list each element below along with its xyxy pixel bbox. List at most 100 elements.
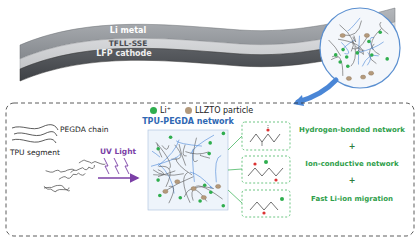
llzto-particle — [340, 34, 345, 38]
layer-label: LFP cathode — [94, 49, 154, 58]
polymer-chain — [367, 52, 370, 65]
feature-label: + — [349, 142, 356, 151]
li-ion — [156, 178, 160, 182]
llzto-particle — [361, 75, 366, 79]
li-ion — [179, 196, 183, 200]
polymer-chain — [153, 170, 163, 175]
llzto-particle — [201, 196, 206, 200]
tpu-chain — [71, 165, 95, 173]
tpu-chain — [46, 169, 75, 172]
polymer-chain — [192, 187, 214, 201]
llzto-particle — [163, 189, 168, 193]
li-ion — [207, 152, 211, 156]
annotation: TPU segment — [10, 148, 60, 157]
polymer-chain — [329, 40, 341, 56]
llzto-particle — [191, 187, 196, 191]
feature-label: + — [349, 176, 356, 185]
li-ion — [346, 64, 350, 68]
li-ion — [156, 147, 160, 151]
polymer-chain — [153, 170, 184, 175]
polymer-chain — [162, 145, 169, 149]
polymer-chain — [191, 135, 214, 154]
li-ion — [222, 204, 226, 208]
polymer-chain — [216, 156, 222, 183]
tpu-chain — [44, 186, 69, 191]
polymer-chain — [159, 166, 171, 187]
li-ion — [158, 194, 162, 198]
structure-insets — [228, 122, 290, 217]
polymer-chain — [340, 25, 354, 52]
llzto-particle — [175, 180, 180, 184]
layer-band: TFLL-SSE — [107, 39, 150, 48]
li-ion — [208, 141, 212, 145]
polymer-chain — [193, 138, 198, 162]
layer-label: TFLL-SSE — [107, 39, 150, 48]
layer-label: Li metal — [108, 26, 148, 35]
llzto-particle — [216, 184, 221, 188]
li-ion — [378, 30, 382, 34]
polymer-chain — [151, 154, 180, 166]
annotation: UV Light — [100, 147, 136, 156]
pegda-chains — [12, 125, 58, 143]
legend-swatch — [185, 107, 192, 114]
polymer-chain — [157, 144, 162, 158]
polymer-chain — [372, 29, 382, 55]
zoom-circle — [293, 8, 400, 106]
li-ion — [367, 40, 371, 44]
legend-item: LLZTO particle — [185, 106, 253, 115]
polymer-chain — [348, 18, 360, 31]
llzto-particle — [346, 76, 351, 80]
li-ion — [222, 132, 226, 136]
polymer-chain — [190, 172, 212, 188]
polymer-chain — [156, 142, 171, 169]
feature-label: Ion-conductive network — [305, 160, 398, 168]
polymer-chain — [158, 140, 179, 166]
li-ion — [356, 51, 360, 55]
tpu-chain — [59, 173, 85, 179]
legend-swatch — [150, 107, 157, 114]
layer-band: LFP cathode — [94, 49, 154, 58]
legend-text: LLZTO particle — [195, 106, 253, 115]
li-ion — [370, 53, 374, 57]
polymer-chain — [184, 172, 190, 202]
polymer-chain — [358, 42, 384, 53]
network-title: TPU-PEGDA network — [140, 117, 236, 126]
legend-item: Li⁺ — [150, 106, 171, 115]
li-ion — [345, 55, 349, 59]
polymer-chain — [353, 36, 356, 43]
llzto-particle — [369, 71, 374, 75]
li-ion — [198, 199, 202, 203]
tpu-chain — [44, 185, 69, 191]
polymer-chain — [200, 155, 210, 158]
dashed-panel — [6, 103, 414, 236]
polymer-chain — [164, 177, 194, 192]
polymer-chain — [176, 141, 202, 146]
polymer-chain — [341, 42, 348, 54]
uv-arrow — [98, 158, 138, 178]
li-ion — [209, 191, 213, 195]
li-ion — [334, 53, 338, 57]
layer-band: Li metal — [108, 26, 148, 35]
polymer-chain — [179, 144, 186, 166]
polymer-chain — [185, 152, 208, 154]
polymer-chain — [210, 186, 213, 188]
llzto-particle — [364, 33, 369, 37]
polymer-chain — [183, 145, 187, 156]
polymer-chain — [352, 37, 367, 49]
li-ion — [203, 183, 207, 187]
li-ion — [341, 48, 345, 52]
legend-text: Li⁺ — [160, 106, 171, 115]
network-square — [148, 130, 228, 210]
li-ion — [169, 136, 173, 140]
network-box: TPU-PEGDA network — [140, 117, 236, 211]
polymer-chain — [343, 21, 362, 36]
polymer-chain — [158, 171, 175, 177]
polymer-chain — [332, 56, 343, 76]
polymer-chain — [353, 41, 361, 49]
annotation: PEGDA chain — [60, 125, 109, 134]
polymer-chain — [159, 164, 175, 194]
li-ion — [385, 57, 389, 61]
polymer-chain — [152, 151, 160, 157]
tpu-segments — [44, 160, 106, 192]
